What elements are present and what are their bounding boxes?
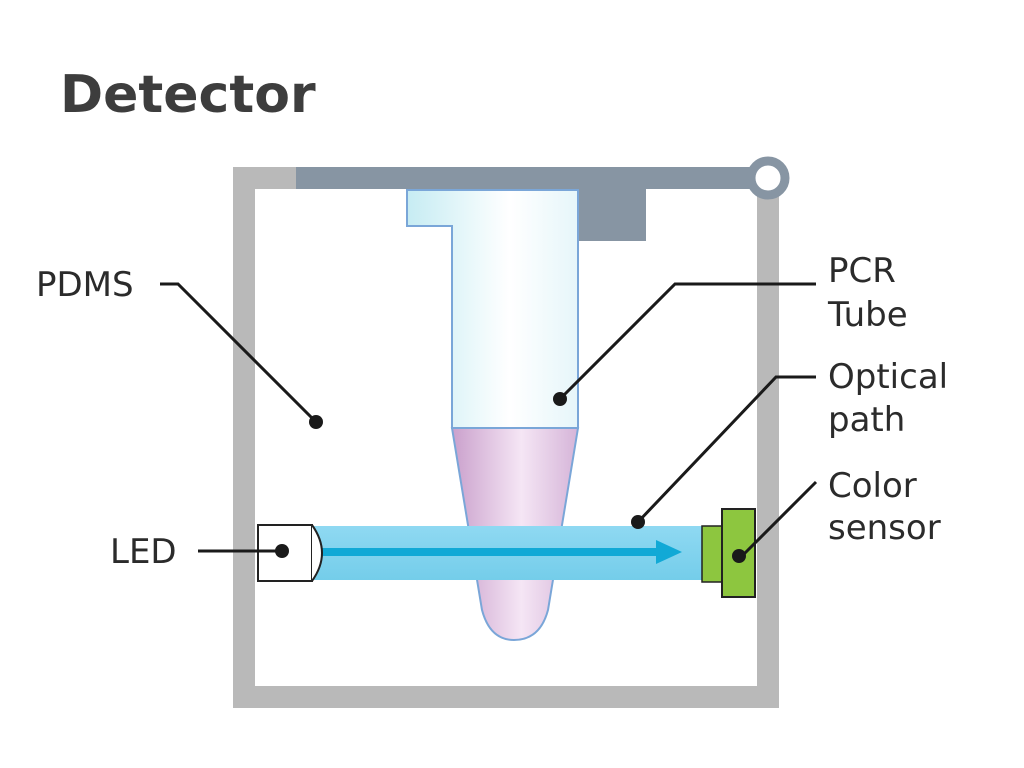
color-sensor-component	[701, 508, 756, 598]
label-color-sensor-line2: sensor	[828, 508, 941, 548]
diagram-title: Detector	[60, 65, 316, 125]
hinge-pin-icon	[746, 156, 790, 200]
leader-optical-path	[631, 375, 816, 529]
leader-color-sensor	[740, 480, 818, 558]
arrow-right-icon	[318, 540, 682, 564]
label-optical-path-line1: Optical	[828, 357, 948, 397]
led-component	[257, 524, 323, 582]
label-pcr-tube-line1: PCR	[828, 251, 896, 291]
label-led: LED	[110, 532, 177, 572]
label-optical-path-line2: path	[828, 400, 905, 440]
label-pdms: PDMS	[36, 265, 134, 305]
leader-pcr-tube	[553, 282, 816, 406]
lid-hinge	[296, 156, 790, 241]
label-color-sensor-line1: Color	[828, 466, 917, 506]
leader-pdms	[160, 282, 323, 429]
label-pcr-tube-line2: Tube	[827, 295, 908, 335]
